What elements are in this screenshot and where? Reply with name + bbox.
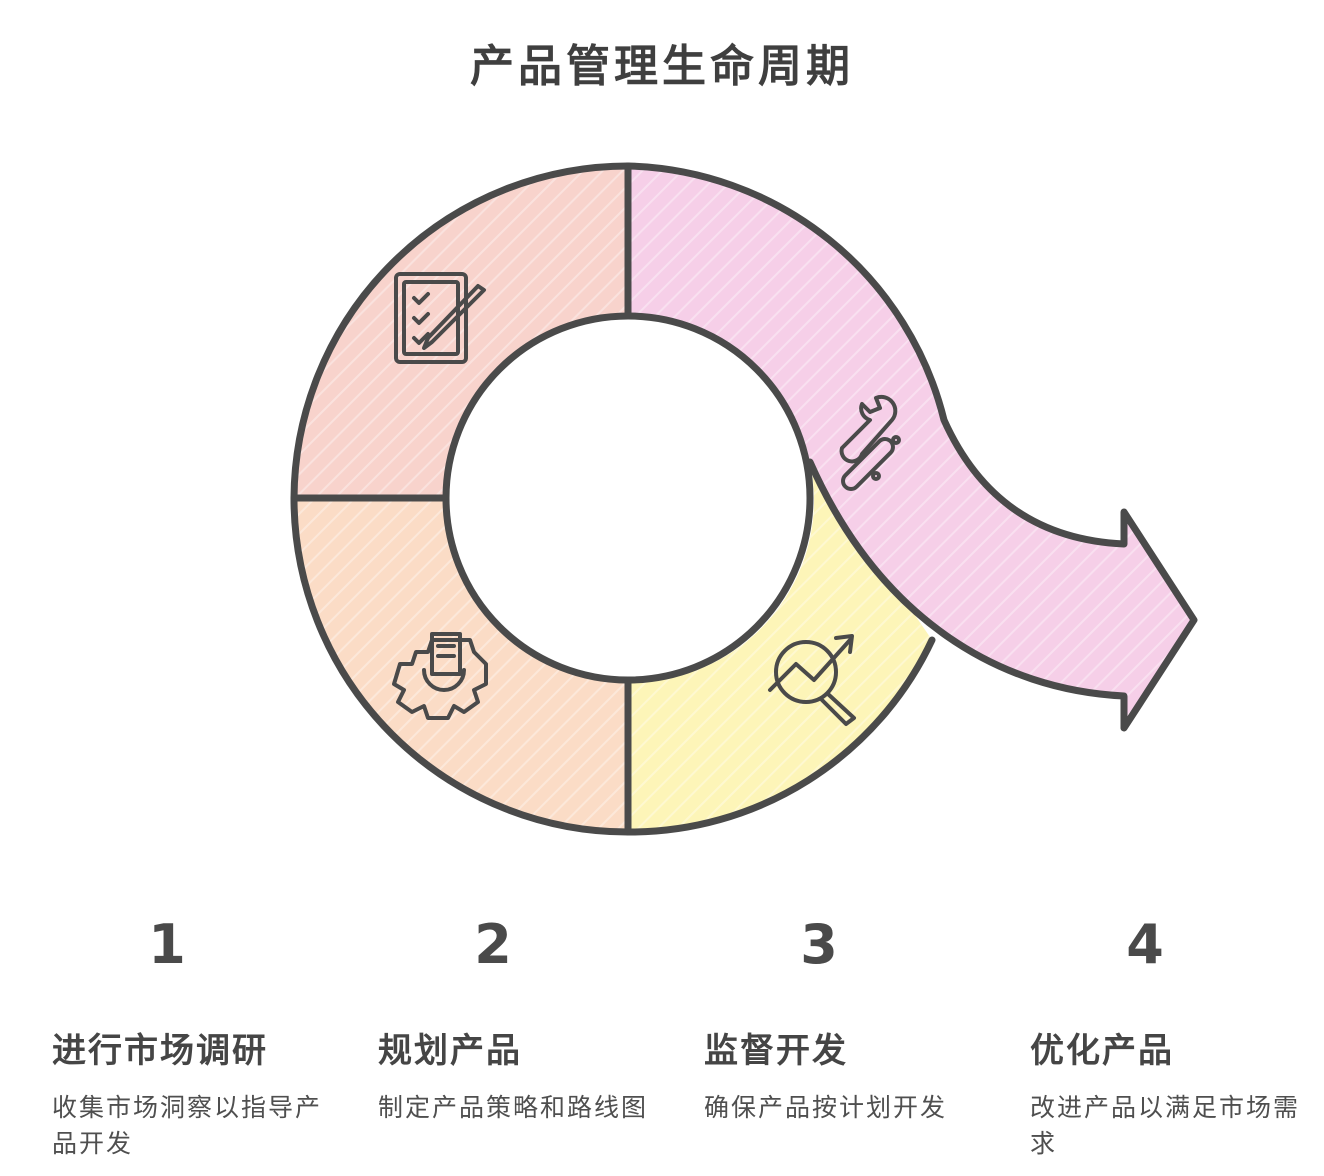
step-1: 1 进行市场调研 收集市场洞察以指导产品开发 <box>52 910 322 1162</box>
step-number: 2 <box>474 913 512 976</box>
step-description: 改进产品以满足市场需求 <box>1030 1093 1301 1158</box>
step-2: 2 规划产品 制定产品策略和路线图 <box>378 910 648 1126</box>
step-title: 进行市场调研 <box>52 1031 268 1071</box>
step-title: 规划产品 <box>378 1031 522 1071</box>
step-title: 监督开发 <box>704 1031 848 1071</box>
clipboard-pencil-icon <box>394 272 486 364</box>
segment-research <box>294 166 628 498</box>
step-number: 3 <box>800 913 838 976</box>
step-description: 确保产品按计划开发 <box>704 1093 948 1122</box>
step-number: 4 <box>1126 913 1164 976</box>
segment-optimization-arrow <box>628 166 1194 728</box>
page-title: 产品管理生命周期 <box>470 41 854 92</box>
step-4: 4 优化产品 改进产品以满足市场需求 <box>1030 910 1300 1162</box>
step-title: 优化产品 <box>1030 1031 1174 1071</box>
step-number: 1 <box>148 913 186 976</box>
step-description: 收集市场洞察以指导产品开发 <box>52 1093 323 1158</box>
gear-document-icon <box>392 632 488 720</box>
wrench-tools-icon <box>839 394 901 491</box>
magnifier-trend-icon <box>768 634 856 726</box>
step-3: 3 监督开发 确保产品按计划开发 <box>704 910 974 1126</box>
step-description: 制定产品策略和路线图 <box>378 1093 649 1122</box>
diagram-outlines <box>290 162 1198 836</box>
